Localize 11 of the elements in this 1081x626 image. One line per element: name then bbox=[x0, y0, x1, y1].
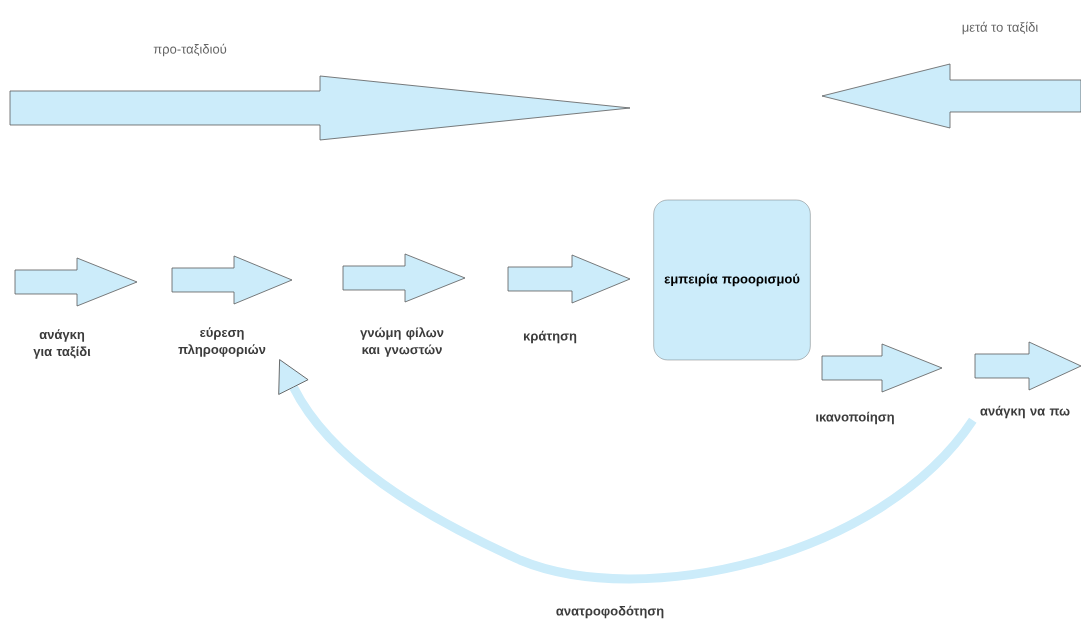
edge-label: ανατροφοδότηση bbox=[556, 605, 664, 619]
step-label: κράτηση bbox=[524, 330, 577, 344]
step-label: ικανοποίηση bbox=[816, 411, 894, 425]
step-label: ανάγκη για ταξίδι bbox=[33, 329, 91, 359]
rounded-box: εμπειρία προορισμού bbox=[653, 199, 811, 361]
step-label: γνώμη φίλων και γνωστών bbox=[360, 327, 444, 357]
step-label: εύρεση πληροφοριών bbox=[178, 327, 266, 357]
curved-arrow bbox=[278, 359, 977, 584]
step-label: ανάγκη να πω bbox=[980, 405, 1070, 419]
phase-label: μετά το ταξίδι bbox=[962, 21, 1038, 35]
phase-label: προ-ταξιδιού bbox=[153, 43, 227, 57]
